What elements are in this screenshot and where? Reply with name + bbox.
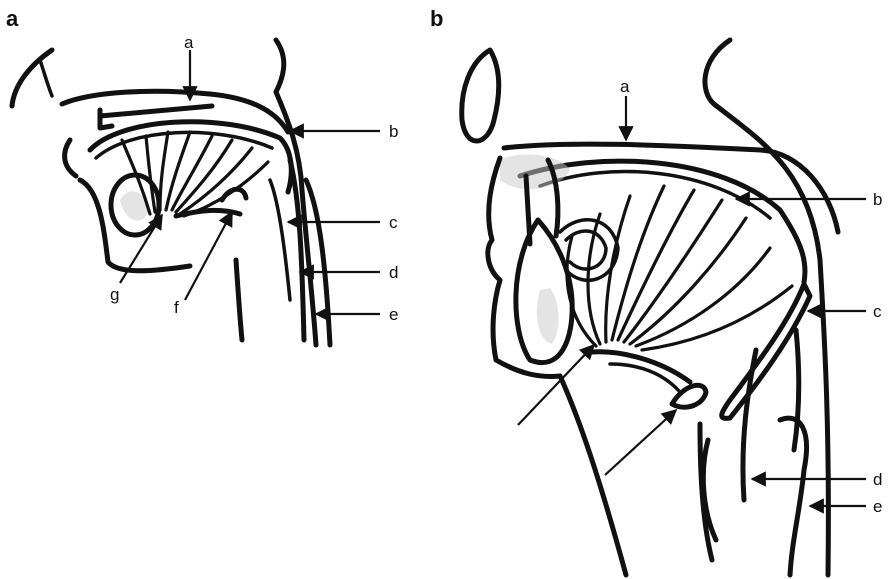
panel-b-label-c: c bbox=[873, 302, 882, 321]
panel-b-label-a: a bbox=[620, 77, 630, 96]
arrow-b-unlabeled-2 bbox=[605, 410, 676, 475]
panel-a: a bbox=[6, 6, 398, 345]
panel-a-label-e: e bbox=[389, 305, 398, 324]
panel-a-label-a: a bbox=[184, 33, 194, 52]
panel-b-label-b: b bbox=[873, 190, 882, 209]
panel-b-label-e: e bbox=[873, 497, 882, 516]
panel-a-label-d: d bbox=[389, 263, 398, 282]
panel-a-label-g: g bbox=[110, 285, 119, 304]
arrow-a-f bbox=[185, 212, 232, 300]
panel-a-label: a bbox=[6, 6, 19, 31]
panel-b: b bbox=[430, 6, 882, 575]
panel-a-label-f: f bbox=[174, 298, 179, 317]
panel-b-label: b bbox=[430, 6, 443, 31]
panel-a-label-c: c bbox=[389, 213, 398, 232]
panel-b-label-d: d bbox=[873, 470, 882, 489]
panel-a-drawing bbox=[12, 40, 330, 345]
panel-a-label-b: b bbox=[389, 122, 398, 141]
panel-b-drawing bbox=[462, 40, 838, 575]
